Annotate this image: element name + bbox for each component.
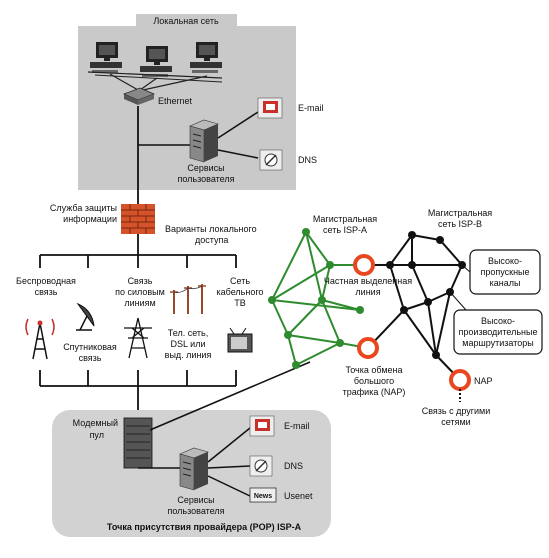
news-text: News: [254, 493, 272, 500]
other-networks-label: Связь с другими: [422, 406, 491, 416]
phone-poles-icon: [170, 284, 206, 314]
high-speed-label: каналы: [490, 278, 521, 288]
satellite-dish-icon: [76, 302, 95, 331]
usenet-label: Usenet: [284, 491, 313, 501]
ethernet-label: Ethernet: [158, 96, 193, 106]
access-label: Варианты локального: [165, 224, 257, 234]
lan-wire: [94, 74, 223, 83]
computer-icon: [90, 42, 122, 73]
high-speed-label: пропускные: [480, 267, 529, 277]
high-performance-label: Высоко-: [481, 316, 515, 326]
pop-services-label: Сервисы: [177, 495, 214, 505]
lan-title: Локальная сеть: [153, 16, 219, 26]
lan-services-label: Сервисы: [187, 163, 224, 173]
leased-label: линия: [355, 287, 380, 297]
security-label: информации: [63, 214, 117, 224]
nap-b-label: NAP: [474, 376, 493, 386]
cable-label: Сеть: [230, 276, 250, 286]
radio-tower-icon: [25, 318, 55, 360]
dsl-label: выд. линия: [165, 350, 212, 360]
isp-b-label: Магистральная: [428, 208, 492, 218]
satellite-label: связь: [79, 353, 102, 363]
dsl-label: DSL или: [171, 339, 206, 349]
power-pylon-icon: [124, 317, 152, 359]
nap-label: Точка обмена: [345, 365, 402, 375]
dns-icon: [259, 149, 283, 171]
computer-icon: [190, 42, 222, 73]
power-label: линиям: [124, 298, 155, 308]
server-icon: [189, 119, 219, 163]
email-icon: [257, 97, 283, 119]
dsl-label: Тел. сеть,: [168, 328, 208, 338]
pop-title: Точка присутствия провайдера (POP) ISP-A: [107, 522, 302, 532]
email-icon: [249, 415, 275, 437]
high-performance-label: маршрутизаторы: [462, 338, 533, 348]
newspaper-icon: News: [249, 487, 277, 503]
other-networks-label: сетями: [441, 417, 470, 427]
callout-pointer: [461, 264, 471, 273]
lan-email-label: E-mail: [298, 103, 324, 113]
nap-point: [357, 337, 379, 359]
cable-label: кабельного: [217, 287, 264, 297]
wireless-label: Беспроводная: [16, 276, 76, 286]
isp-b-label: сеть ISP-B: [438, 219, 482, 229]
pop-backbone-link: [149, 361, 311, 431]
nap-label: большого: [354, 376, 394, 386]
lan-dns-link: [217, 149, 259, 159]
isp-a-label: сеть ISP-A: [323, 225, 367, 235]
power-label: по силовым: [115, 287, 165, 297]
lan-wire: [142, 75, 208, 91]
pop-dns-label: DNS: [284, 461, 303, 471]
lan-wire: [139, 77, 158, 91]
server-icon: [179, 447, 209, 491]
pop-dns-link: [207, 465, 251, 469]
isp-a-links: [271, 231, 369, 366]
cable-label: ТВ: [234, 298, 246, 308]
lan-area: [78, 14, 296, 190]
wireless-label: связь: [35, 287, 58, 297]
lan-email-link: [217, 111, 259, 139]
tv-icon: [227, 327, 253, 353]
power-label: Связь: [128, 276, 153, 286]
leased-label: Частная выделенная: [324, 276, 412, 286]
modem-label: Модемный: [73, 418, 118, 428]
leased-line-point: [353, 254, 375, 276]
dns-icon: [249, 455, 273, 477]
lan-dns-label: DNS: [298, 155, 317, 165]
pop-usenet-link: [207, 475, 251, 497]
lan-wire: [109, 73, 139, 91]
firewall-icon: [121, 204, 155, 234]
isp-a-label: Магистральная: [313, 214, 377, 224]
lan-services-label: пользователя: [178, 174, 235, 184]
access-label: доступа: [195, 235, 228, 245]
pop-email-label: E-mail: [284, 421, 310, 431]
callout-pointer: [449, 291, 467, 311]
satellite-label: Спутниковая: [63, 342, 117, 352]
pop-email-link: [207, 427, 251, 463]
high-speed-label: Высоко-: [488, 256, 522, 266]
high-performance-callout: [453, 309, 543, 355]
modem-pool-icon: [123, 417, 153, 469]
isp-a-nodes: [268, 228, 364, 369]
nap-label: трафика (NAP): [343, 387, 406, 397]
isp-b-links: [364, 234, 463, 379]
security-label: Служба защиты: [50, 203, 117, 213]
modem-label: пул: [90, 430, 104, 440]
ethernet-hub-icon: [122, 87, 156, 105]
pop-services-label: пользователя: [168, 506, 225, 516]
high-performance-label: производительные: [459, 327, 538, 337]
nap-point-b: [449, 369, 471, 391]
